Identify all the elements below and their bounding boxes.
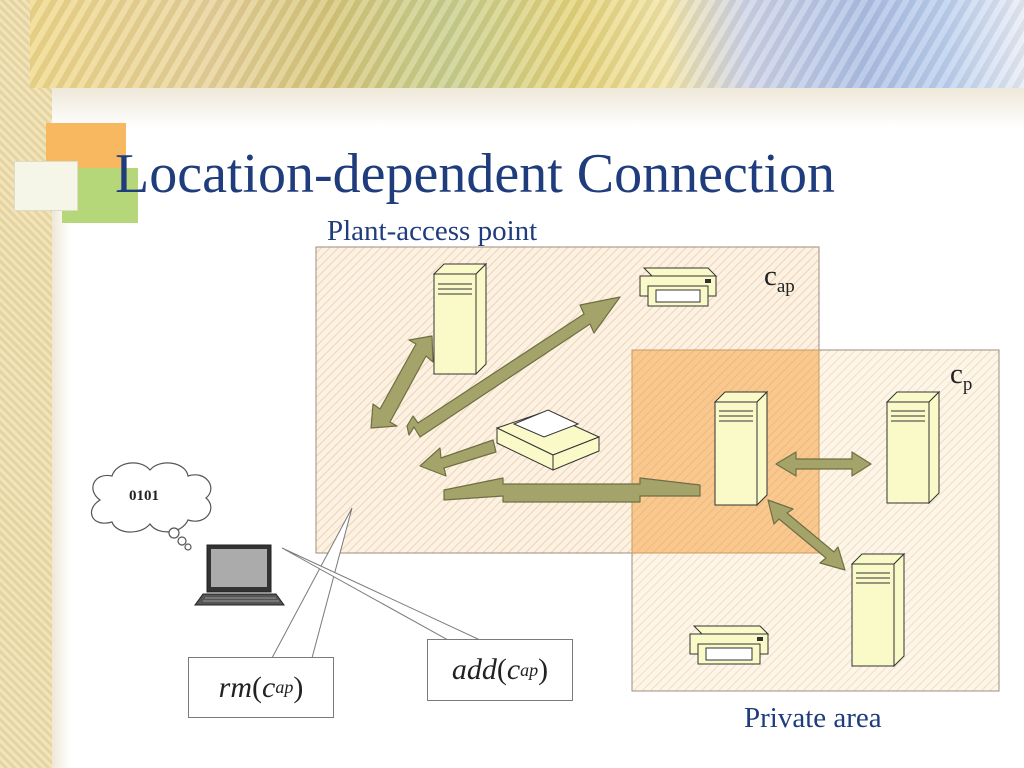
printer-icon (689, 625, 770, 665)
server-icon (885, 390, 941, 505)
add-close: ) (538, 653, 549, 686)
double-arrow-icon (370, 335, 434, 429)
c-p-label: cp (950, 360, 972, 394)
scanner-icon (495, 409, 601, 471)
c-p-sub: p (962, 373, 973, 395)
double-arrow-icon (767, 499, 846, 571)
double-arrow-icon (443, 477, 701, 503)
rm-callout-pointer (271, 507, 353, 659)
add-open: ( (496, 653, 507, 686)
double-arrow-icon (775, 451, 872, 477)
left-texture-strip (0, 0, 70, 768)
server-icon (432, 262, 488, 376)
rm-open: ( (252, 670, 262, 704)
header-banner-image (30, 0, 1024, 88)
c-ap-label: cap (764, 262, 795, 296)
plant-access-point-label: Plant-access point (327, 215, 538, 247)
header-fade (52, 88, 1024, 128)
slide-title: Location-dependent Connection (115, 143, 835, 205)
rm-sub: ap (275, 677, 294, 697)
rm-close: ) (293, 670, 304, 704)
private-area-label: Private area (744, 702, 882, 734)
white-square-decoration (14, 161, 78, 211)
double-arrow-icon (406, 296, 621, 438)
c-ap-sub: ap (776, 275, 795, 297)
add-arg: c (506, 653, 521, 686)
printer-icon (639, 267, 718, 307)
c-ap-base: c (764, 260, 777, 292)
add-func: add (451, 653, 497, 686)
thought-bubble-icon (90, 462, 212, 551)
rm-arg: c (262, 670, 276, 704)
laptop-icon (194, 544, 285, 606)
bubble-text: 0101 (129, 488, 159, 504)
add-sub: ap (520, 659, 539, 680)
server-icon (850, 552, 906, 668)
server-icon (713, 390, 769, 507)
double-arrow-icon (419, 439, 497, 477)
c-p-base: c (950, 358, 963, 390)
rm-func: rm (218, 670, 252, 704)
